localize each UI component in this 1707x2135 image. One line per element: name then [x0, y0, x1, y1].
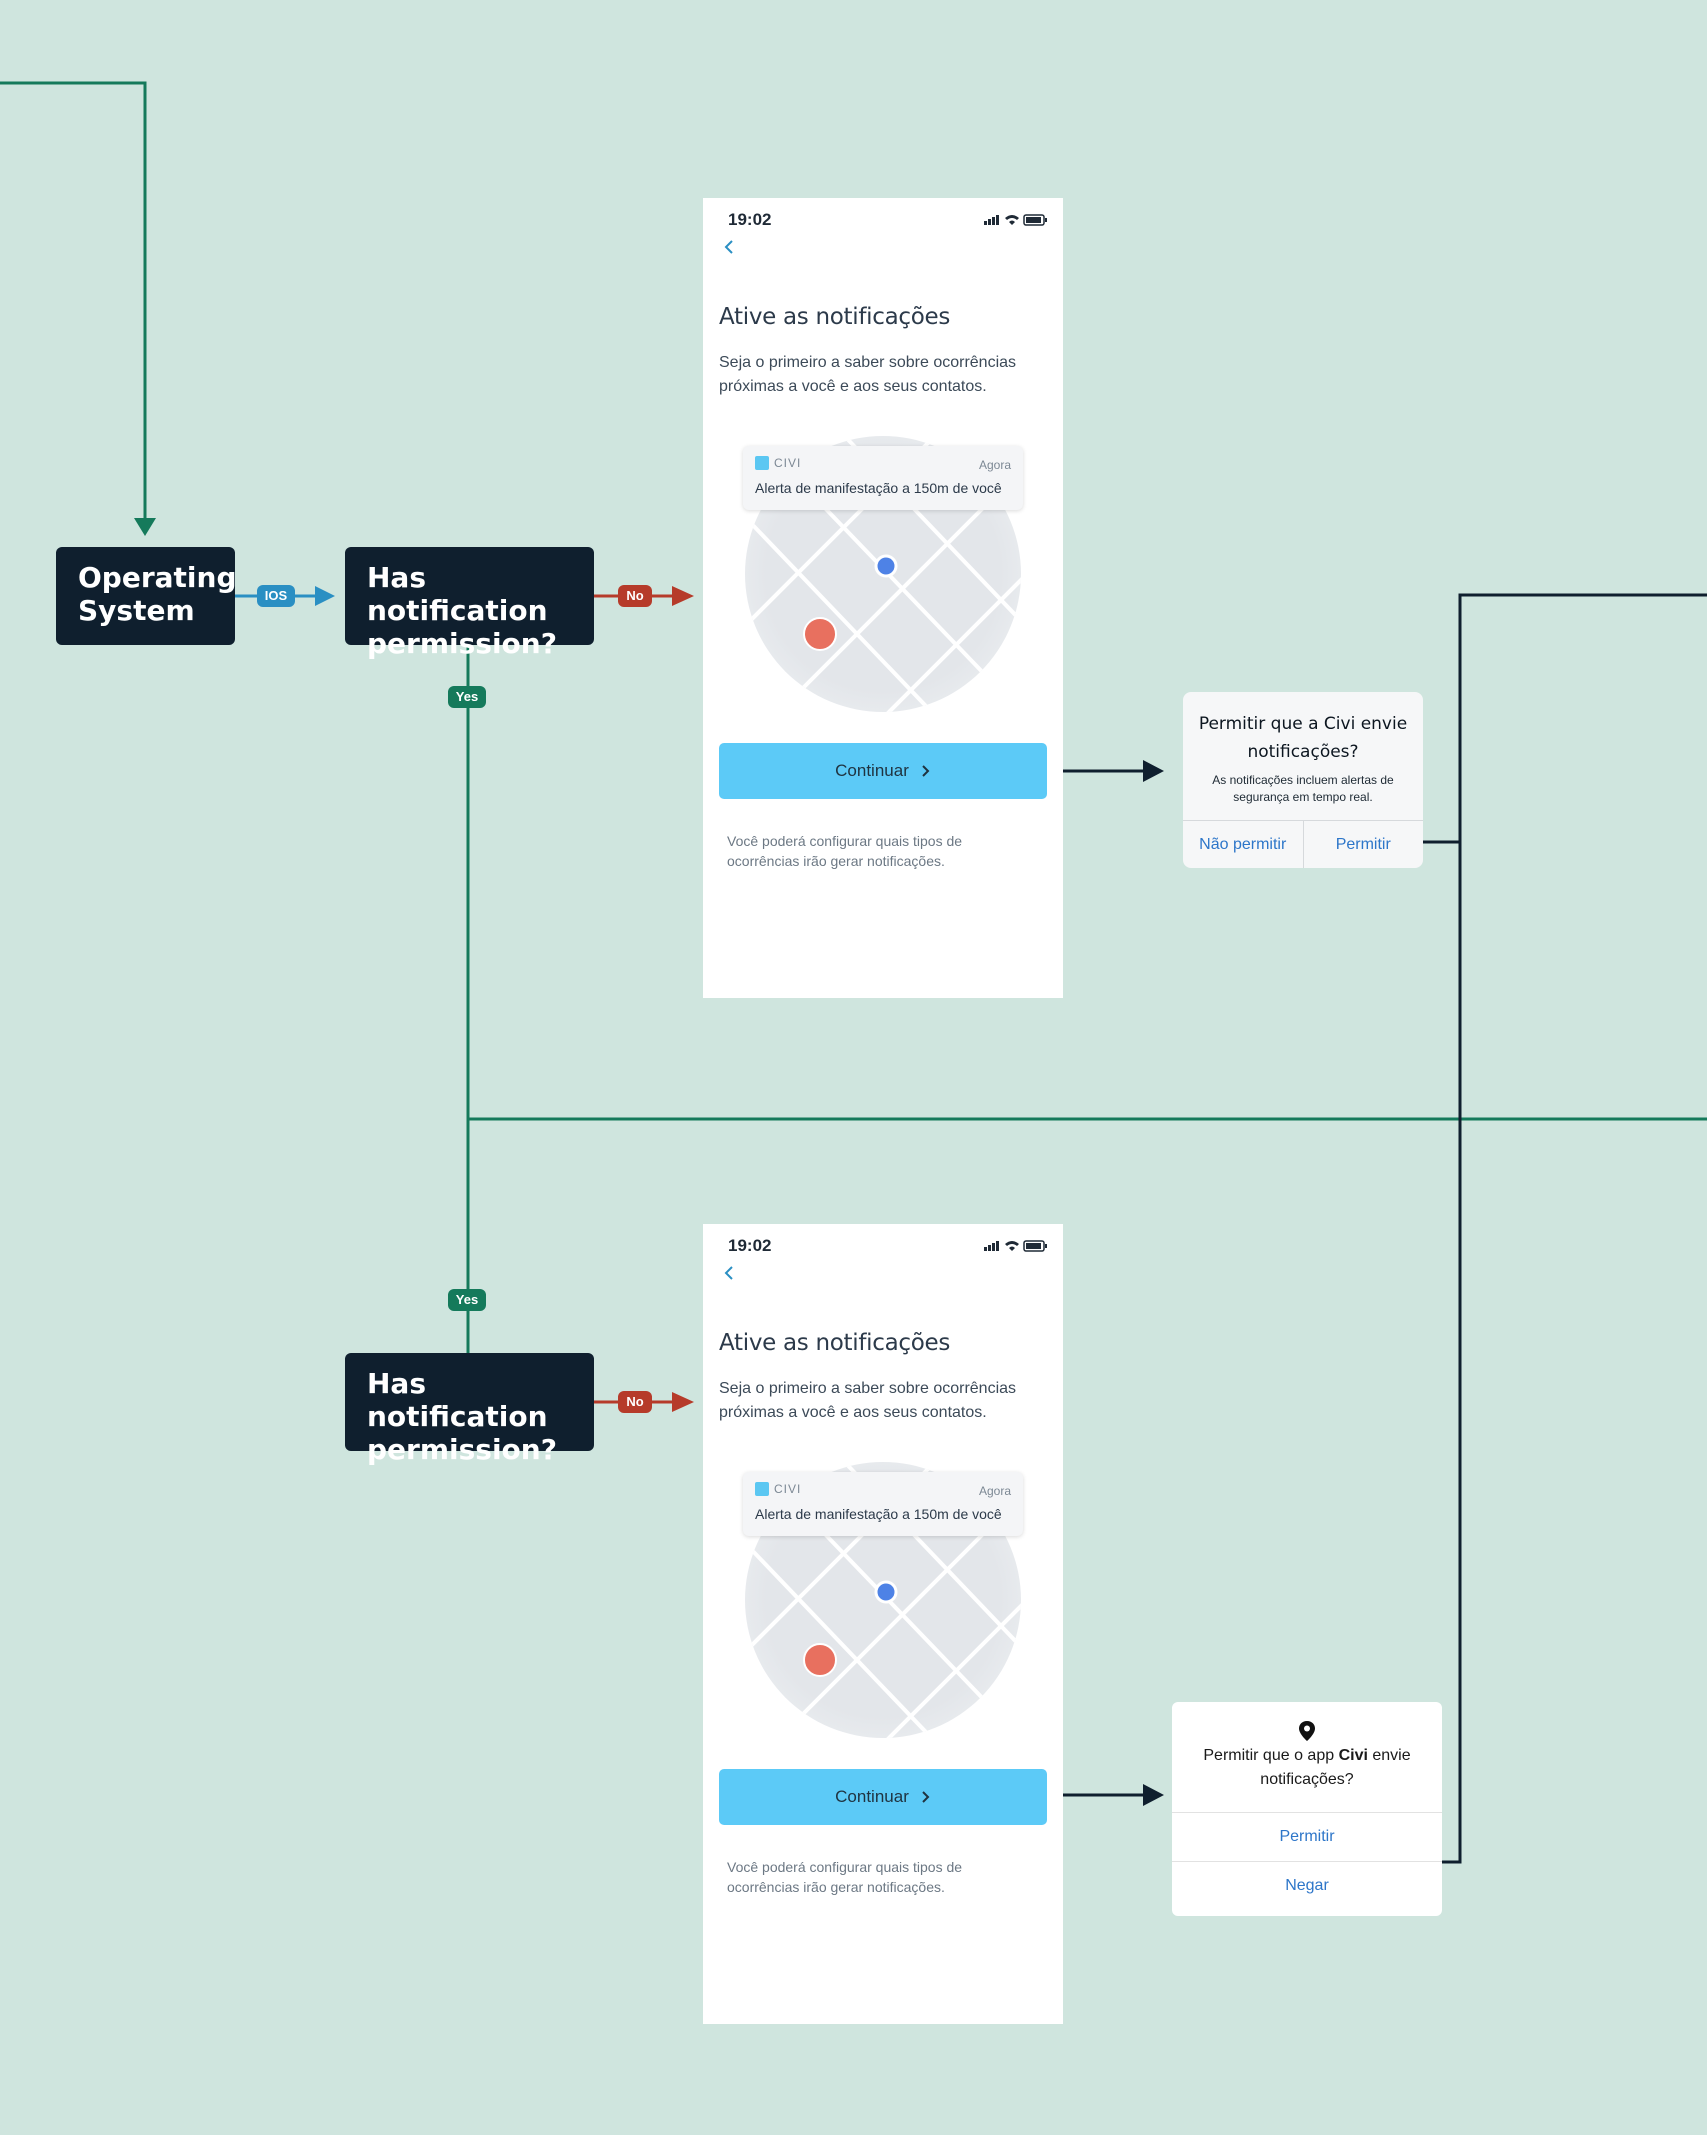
- footer-note: Você poderá configurar quais tipos de oc…: [727, 833, 963, 869]
- continue-button[interactable]: Continuar: [719, 1769, 1047, 1825]
- continue-label: Continuar: [835, 1787, 909, 1806]
- civi-app-icon: [755, 1482, 769, 1496]
- allow-button[interactable]: Permitir: [1335, 836, 1391, 853]
- screen-title: Ative as notificações: [719, 304, 951, 330]
- sample-notification: CIVI Agora Alerta de manifestação a 150m…: [743, 446, 1023, 510]
- dialog-title-post: envie notificações?: [1260, 1747, 1411, 1788]
- ios-permission-dialog: Permitir que a Civi envie notificações? …: [1183, 692, 1423, 868]
- back-chevron-icon[interactable]: [723, 238, 735, 261]
- tag-yes-1: Yes: [448, 686, 486, 708]
- continue-button[interactable]: Continuar: [719, 743, 1047, 799]
- civi-app-icon: [755, 456, 769, 470]
- screen-description: Seja o primeiro a saber sobre ocorrência…: [719, 1380, 1017, 1421]
- tag-yes-2: Yes: [448, 1289, 486, 1311]
- notification-onboarding-screen-android: 19:02 Ative as notificações Seja o prime…: [703, 1224, 1063, 2024]
- screen-title: Ative as notificações: [719, 1330, 951, 1356]
- status-time: 19:02: [728, 1236, 772, 1255]
- tag-ios: IOS: [257, 585, 295, 607]
- chevron-right-icon: [922, 765, 930, 777]
- notification-onboarding-screen-ios: 19:02 Ative as notificações Seja o prime…: [703, 198, 1063, 998]
- notif-message: Alerta de manifestação a 150m de você: [755, 1506, 1002, 1522]
- dialog-title: Permitir que a Civi envie notificações?: [1198, 714, 1408, 762]
- deny-button[interactable]: Negar: [1172, 1861, 1442, 1910]
- screen-description: Seja o primeiro a saber sobre ocorrência…: [719, 354, 1017, 395]
- allow-button[interactable]: Permitir: [1172, 1812, 1442, 1861]
- notif-time: Agora: [978, 458, 1011, 472]
- dialog-title-pre: Permitir que o app: [1203, 1747, 1339, 1764]
- android-permission-dialog: Permitir que o app Civi envie notificaçõ…: [1172, 1702, 1442, 1916]
- dialog-title: Permitir que o app Civi envie notificaçõ…: [1182, 1744, 1432, 1792]
- notif-message: Alerta de manifestação a 150m de você: [755, 480, 1002, 496]
- status-icons: [981, 1238, 1049, 1257]
- dialog-title-app: Civi: [1338, 1747, 1368, 1764]
- footer-note: Você poderá configurar quais tipos de oc…: [727, 1859, 963, 1895]
- chevron-right-icon: [922, 1791, 930, 1803]
- sample-notification: CIVI Agora Alerta de manifestação a 150m…: [743, 1472, 1023, 1536]
- continue-label: Continuar: [835, 761, 909, 780]
- tag-no-1: No: [618, 585, 652, 607]
- node-has-permission-1: Has notification permission?: [345, 547, 594, 660]
- notif-app-name: CIVI: [774, 456, 802, 470]
- node-has-permission-2: Has notification permission?: [345, 1353, 594, 1466]
- notif-time: Agora: [978, 1484, 1011, 1498]
- location-pin-icon: [1297, 1720, 1317, 1747]
- dialog-subtitle: As notificações incluem alertas de segur…: [1212, 773, 1394, 804]
- status-time: 19:02: [728, 210, 772, 229]
- notif-app-name: CIVI: [774, 1482, 802, 1496]
- tag-no-2: No: [618, 1391, 652, 1413]
- node-operating-system: Operating System: [56, 547, 237, 645]
- dont-allow-button[interactable]: Não permitir: [1183, 821, 1304, 868]
- back-chevron-icon[interactable]: [723, 1264, 735, 1287]
- status-icons: [981, 212, 1049, 231]
